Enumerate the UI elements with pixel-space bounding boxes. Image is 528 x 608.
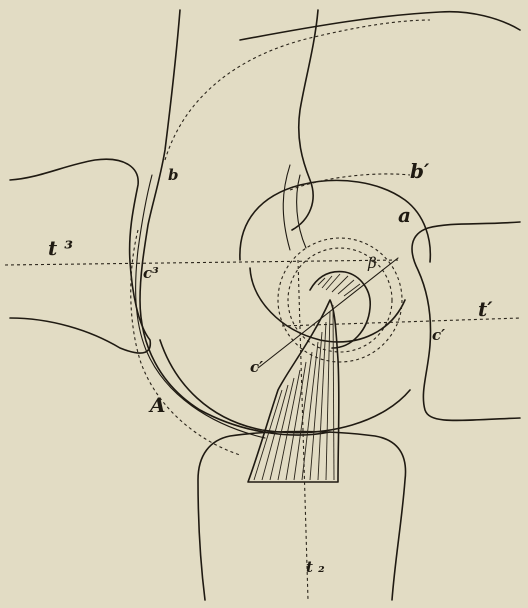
dashed-line-t3: [5, 260, 400, 265]
ligament-fold-1: [283, 165, 290, 250]
muscle-fan-hatching: [254, 305, 334, 480]
dashed-line-t2: [298, 260, 308, 600]
left-bone-outline: [10, 159, 150, 353]
dashed-circle-outer: [278, 238, 402, 362]
outer-dashed-arc: [165, 20, 430, 160]
lower-bone-outline: [198, 432, 406, 601]
label-c3: c³: [143, 264, 159, 282]
label-A: A: [148, 393, 166, 417]
label-b-prime: b′: [410, 159, 430, 183]
label-a: a: [398, 203, 411, 227]
label-t-prime: t′: [478, 297, 493, 321]
socket-cup: [310, 272, 370, 348]
label-c-prime-left: c′: [250, 358, 263, 376]
label-c-prime-right: c′: [432, 326, 445, 344]
upper-bone-right-edge: [292, 10, 318, 230]
capsule-outer-arc: [160, 340, 410, 433]
label-t3: t ³: [48, 236, 73, 260]
label-beta: β: [367, 254, 377, 272]
label-t2: t ₂: [306, 558, 325, 576]
label-b: b: [168, 166, 179, 184]
upper-bone-top-contour: [240, 12, 520, 40]
